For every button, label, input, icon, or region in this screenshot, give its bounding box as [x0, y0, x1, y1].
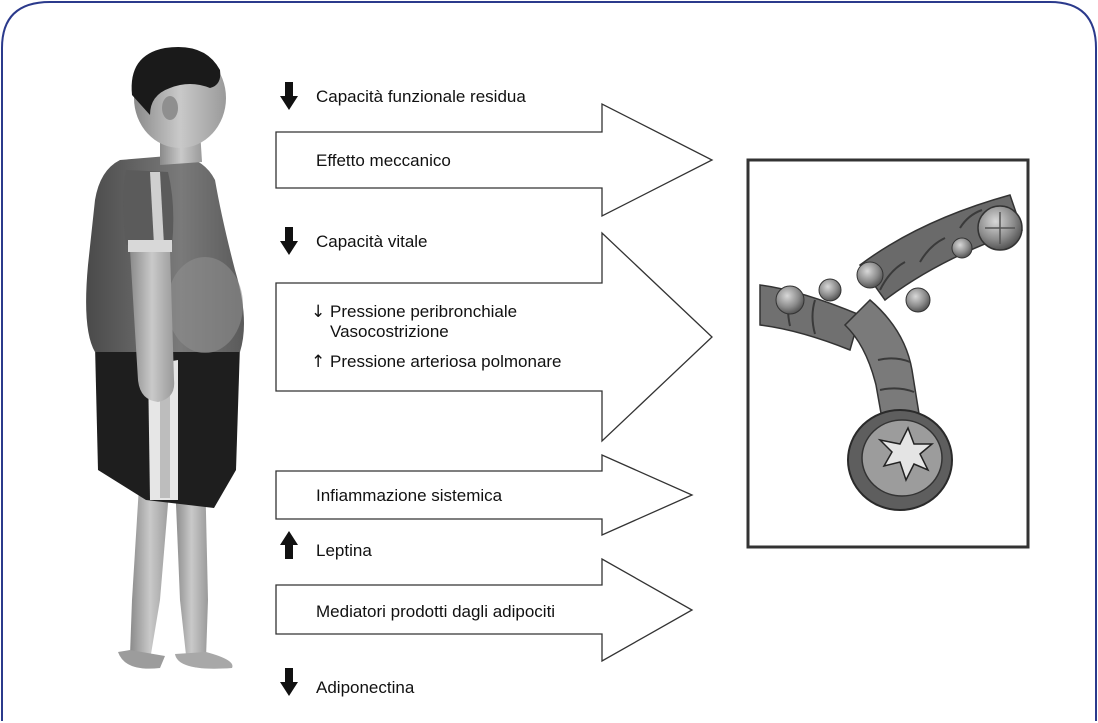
- label-leptina: Leptina: [316, 541, 372, 560]
- label-adiponectina: Adiponectina: [316, 678, 415, 697]
- adiponectina-down-icon: [280, 668, 298, 696]
- pressione-peri-down-icon: ↓: [311, 302, 325, 322]
- label-capacita-vitale: Capacità vitale: [316, 232, 428, 251]
- pressione-art-up-icon: ↑: [311, 352, 325, 372]
- label-frc: Capacità funzionale residua: [316, 87, 526, 106]
- label-mediatori: Mediatori prodotti dagli adipociti: [316, 602, 555, 621]
- child-figure: [86, 47, 244, 669]
- label-pressione-peribronchiale: Pressione peribronchiale: [330, 302, 517, 321]
- label-infiammazione: Infiammazione sistemica: [316, 486, 503, 505]
- label-effetto-meccanico: Effetto meccanico: [316, 151, 451, 170]
- label-pressione-arteriosa: Pressione arteriosa polmonare: [330, 352, 562, 371]
- bronchus-illustration: [748, 160, 1028, 547]
- cap-vitale-down-icon: [280, 227, 298, 255]
- leptina-up-icon: [280, 531, 298, 559]
- label-vasocostrizione: Vasocostrizione: [330, 322, 449, 341]
- frc-down-icon: [280, 82, 298, 110]
